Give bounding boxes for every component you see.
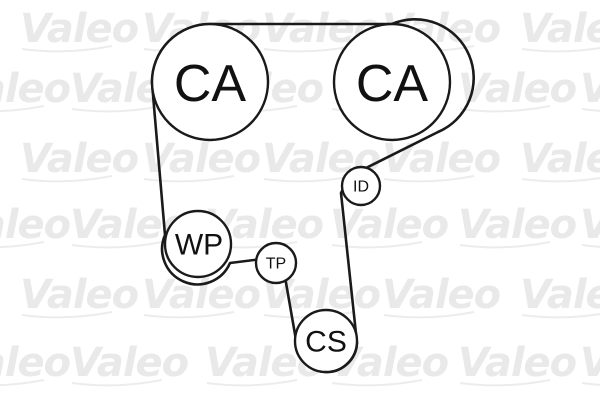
watermark-swoosh bbox=[459, 241, 551, 249]
pulley-crankshaft: CS bbox=[293, 308, 359, 374]
watermark-text: Valeo bbox=[520, 272, 600, 318]
pulley-water-pump-label: WP bbox=[175, 229, 223, 262]
watermark-swoosh bbox=[331, 379, 423, 387]
watermark-text: Valeo bbox=[458, 202, 577, 248]
watermark-text: Valeo bbox=[580, 66, 600, 112]
pulley-crankshaft-circle bbox=[293, 308, 359, 374]
watermark-text: Valeo bbox=[520, 136, 600, 182]
watermark-swoosh bbox=[581, 382, 600, 386]
watermark-text: Valeo bbox=[142, 272, 261, 318]
watermark-logo: Valeo bbox=[0, 66, 72, 113]
watermark-text: Valeo bbox=[458, 340, 577, 386]
watermark-swoosh bbox=[71, 241, 163, 249]
watermark-text: Valeo bbox=[0, 340, 71, 386]
watermark-text: Valeo bbox=[142, 136, 261, 182]
watermark-logo: Valeo bbox=[142, 136, 262, 183]
pulley-idler-circle bbox=[340, 165, 382, 207]
watermark-logo: Valeo bbox=[520, 272, 600, 319]
watermark-logo: Valeo bbox=[330, 202, 450, 249]
watermark-text: Valeo bbox=[20, 136, 139, 182]
watermark-swoosh bbox=[71, 105, 163, 113]
watermark-swoosh bbox=[21, 45, 113, 53]
watermark-logo: Valeo bbox=[458, 66, 578, 113]
pulley-idler: ID bbox=[340, 165, 382, 207]
watermark-logo: Valeo bbox=[580, 202, 600, 248]
pulley-cam-left-label: CA bbox=[174, 55, 247, 113]
pulley-cam-left-circle bbox=[150, 22, 270, 142]
watermark-swoosh bbox=[143, 311, 235, 319]
watermark-swoosh bbox=[21, 311, 113, 319]
pulley-cam-right-label: CA bbox=[356, 55, 429, 113]
watermark-text: Valeo bbox=[0, 66, 71, 112]
watermark-swoosh bbox=[0, 241, 45, 249]
watermark-text: Valeo bbox=[20, 272, 139, 318]
watermark-logo: Valeo bbox=[458, 340, 578, 387]
watermark-swoosh bbox=[21, 175, 113, 183]
pulley-water-pump: WP bbox=[163, 209, 233, 279]
pulley-cam-right: CA bbox=[332, 22, 452, 142]
watermark-logo: Valeo bbox=[520, 6, 600, 53]
watermark-text: Valeo bbox=[20, 6, 139, 52]
watermark-swoosh bbox=[459, 379, 551, 387]
watermark-swoosh bbox=[581, 108, 600, 112]
watermark-swoosh bbox=[521, 47, 600, 53]
watermark-swoosh bbox=[0, 379, 45, 387]
watermark-swoosh bbox=[581, 244, 600, 248]
watermark-logo: Valeo bbox=[520, 136, 600, 183]
watermark-logo: Valeo bbox=[142, 272, 262, 319]
watermark-text: Valeo bbox=[0, 202, 71, 248]
watermark-logo: Valeo bbox=[0, 340, 72, 387]
watermark-text: Valeo bbox=[458, 66, 577, 112]
watermark-swoosh bbox=[71, 379, 163, 387]
pulley-tensioner: TP bbox=[254, 241, 298, 285]
watermark-logo: Valeo bbox=[20, 6, 140, 53]
watermark-logo: Valeo bbox=[20, 272, 140, 319]
watermark-logo: Valeo bbox=[580, 340, 600, 386]
watermark-text: Valeo bbox=[382, 136, 501, 182]
pulley-crankshaft-label: CS bbox=[305, 326, 347, 359]
watermark-swoosh bbox=[206, 379, 298, 387]
pulley-tensioner-label: TP bbox=[266, 256, 286, 273]
watermark-swoosh bbox=[143, 175, 235, 183]
watermark-swoosh bbox=[459, 105, 551, 113]
pulley-water-pump-circle bbox=[163, 209, 233, 279]
pulley-cam-right-circle bbox=[332, 22, 452, 142]
watermark-text: Valeo bbox=[580, 340, 600, 386]
watermark-logo: Valeo bbox=[458, 202, 578, 249]
watermark-logo: Valeo bbox=[580, 66, 600, 112]
watermark-text: Valeo bbox=[70, 340, 189, 386]
watermark-swoosh bbox=[521, 177, 600, 183]
watermark-text: Valeo bbox=[382, 272, 501, 318]
pulley-tensioner-circle bbox=[254, 241, 298, 285]
watermark-logo: Valeo bbox=[70, 340, 190, 387]
pulley-cam-left: CA bbox=[150, 22, 270, 142]
watermark-swoosh bbox=[383, 311, 475, 319]
watermark-text: Valeo bbox=[520, 6, 600, 52]
watermark-logo: Valeo bbox=[382, 136, 502, 183]
watermark-text: Valeo bbox=[580, 202, 600, 248]
watermark-swoosh bbox=[521, 313, 600, 319]
watermark-logo: Valeo bbox=[382, 272, 502, 319]
watermark-logo: Valeo bbox=[0, 202, 72, 249]
pulley-idler-label: ID bbox=[353, 179, 369, 196]
watermark-logo: Valeo bbox=[20, 136, 140, 183]
watermark-text: Valeo bbox=[330, 202, 449, 248]
watermark-swoosh bbox=[331, 241, 423, 249]
watermark-swoosh bbox=[0, 105, 45, 113]
watermark-swoosh bbox=[383, 175, 475, 183]
